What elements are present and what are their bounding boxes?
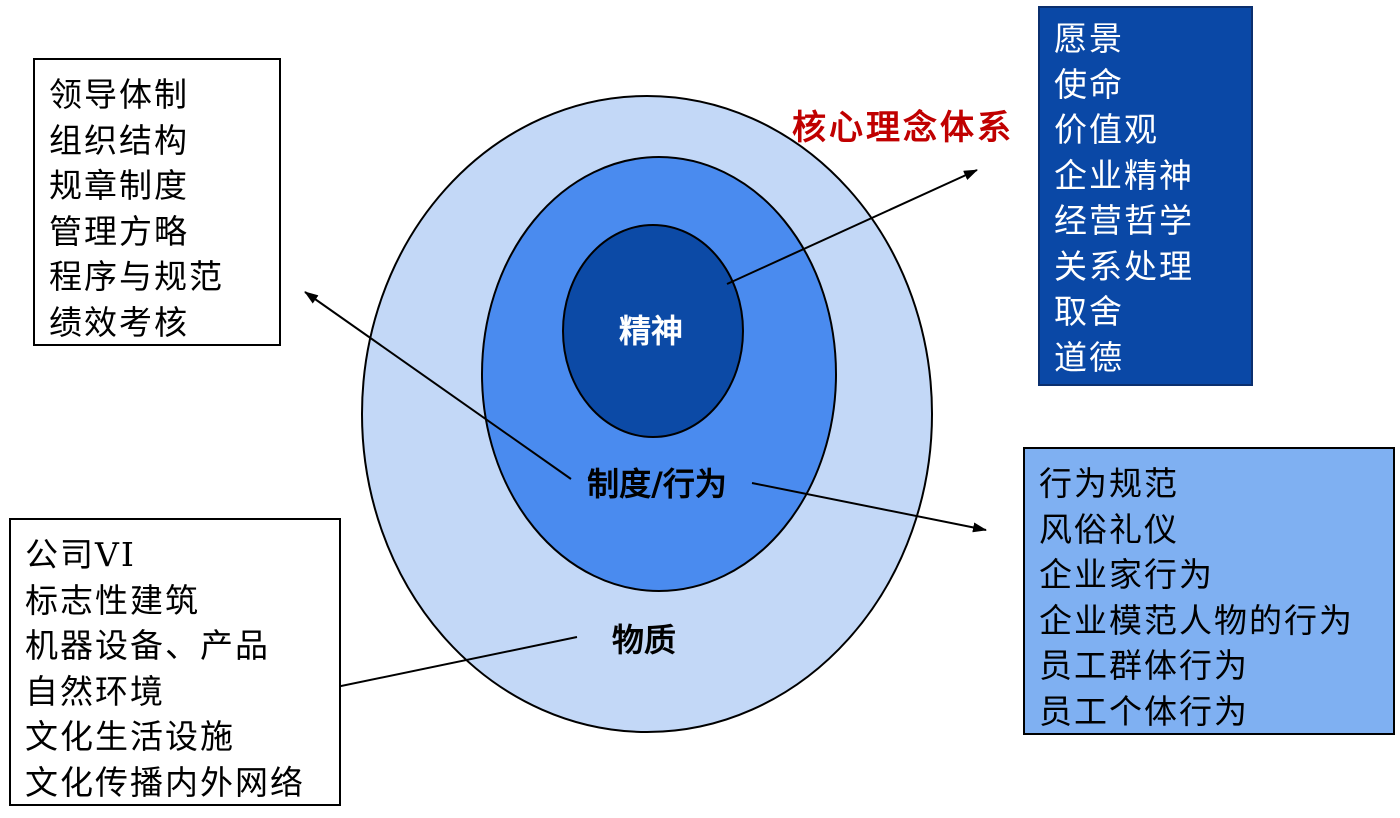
- arrow-to-core-values: [726, 169, 978, 285]
- list-item: 企业精神: [1054, 155, 1194, 195]
- list-item: 公司VI: [25, 535, 136, 574]
- list-item: 经营哲学: [1054, 201, 1194, 240]
- list-item: 关系处理: [1054, 246, 1194, 286]
- list-item: 绩效考核: [49, 302, 189, 342]
- inner-core-spirit: [562, 224, 744, 438]
- list-item: 规章制度: [49, 166, 189, 205]
- outer-ring-label: 物质: [612, 621, 676, 659]
- list-item: 组织结构: [49, 120, 189, 160]
- arrow-to-behavior-box: [751, 482, 987, 533]
- core-values-list-box: 愿景 使命 价值观 企业精神 经营哲学 关系处理 取舍 道德: [1038, 6, 1253, 386]
- list-item: 管理方略: [49, 211, 189, 251]
- list-item: 行为规范: [1039, 464, 1179, 503]
- core-concept-heading: 核心理念体系: [792, 108, 1014, 148]
- list-item: 员工群体行为: [1039, 646, 1249, 685]
- list-item: 企业家行为: [1039, 555, 1214, 594]
- list-item: 机器设备、产品: [25, 626, 270, 665]
- list-item: 程序与规范: [49, 257, 224, 296]
- list-item: 自然环境: [25, 671, 165, 711]
- list-item: 员工个体行为: [1039, 691, 1249, 731]
- list-item: 企业模范人物的行为: [1039, 600, 1354, 640]
- arrow-to-institution-box: [304, 291, 572, 480]
- inner-core-label: 精神: [619, 312, 683, 350]
- list-item: 领导体制: [49, 75, 189, 114]
- list-item: 使命: [1054, 64, 1124, 104]
- list-item: 文化生活设施: [25, 717, 235, 756]
- material-list-box: 公司VI 标志性建筑 机器设备、产品 自然环境 文化生活设施 文化传播内外网络: [9, 518, 341, 806]
- institution-list-box: 领导体制 组织结构 规章制度 管理方略 程序与规范 绩效考核: [33, 58, 281, 346]
- list-item: 标志性建筑: [25, 580, 200, 620]
- list-item: 价值观: [1054, 110, 1159, 149]
- middle-ring-label: 制度/行为: [587, 465, 727, 503]
- list-item: 道德: [1054, 337, 1124, 377]
- list-item: 愿景: [1054, 19, 1124, 58]
- list-item: 文化传播内外网络: [25, 762, 305, 802]
- list-item: 取舍: [1054, 292, 1124, 331]
- list-item: 风俗礼仪: [1039, 509, 1179, 549]
- behavior-list-box: 行为规范 风俗礼仪 企业家行为 企业模范人物的行为 员工群体行为 员工个体行为: [1023, 447, 1395, 735]
